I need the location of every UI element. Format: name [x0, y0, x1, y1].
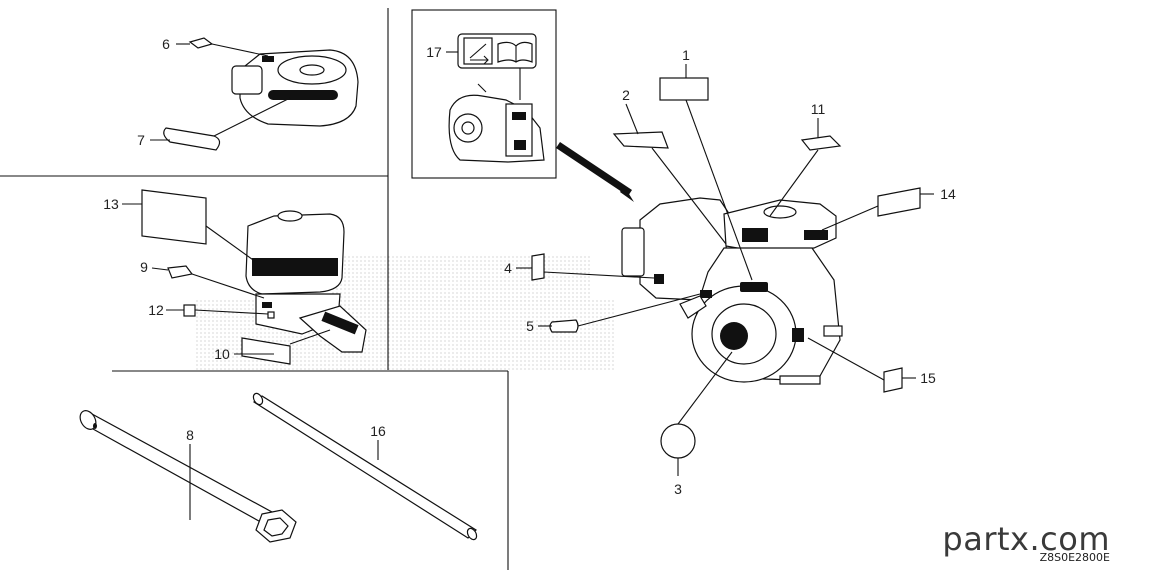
- diagram-code: Z8S0E2800E: [1039, 551, 1110, 564]
- callout-2: 2: [622, 87, 630, 103]
- callout-4: 4: [504, 260, 512, 276]
- label-9: [167, 265, 194, 279]
- callout-5: 5: [526, 318, 534, 334]
- callout-3: 3: [674, 481, 682, 497]
- air-cleaner-cover-drawing: [163, 37, 359, 151]
- tools-drawing: [79, 392, 478, 543]
- label-11: [800, 135, 842, 151]
- label-1: [659, 77, 709, 101]
- engine-labels: [531, 77, 921, 459]
- label-7: [163, 127, 221, 151]
- label-6: [188, 37, 214, 49]
- callout-9: 9: [140, 259, 148, 275]
- callout-numbers: 1 2 3 4 5 6 7 8 9 10 11 12 13 14 15 16 1…: [103, 36, 956, 497]
- leader-lines: [122, 43, 934, 520]
- label-13: [141, 189, 207, 245]
- engine-drawing: [621, 197, 843, 385]
- panel-dividers: [0, 8, 557, 570]
- callout-10: 10: [214, 346, 230, 362]
- label-2: [612, 131, 669, 149]
- detail-box-17: [448, 33, 634, 202]
- label-15: [883, 367, 903, 393]
- callout-15: 15: [920, 370, 936, 386]
- callout-16: 16: [370, 423, 386, 439]
- callout-14: 14: [940, 186, 956, 202]
- callout-12: 12: [148, 302, 164, 318]
- label-5: [549, 319, 579, 333]
- callout-1: 1: [682, 47, 690, 63]
- label-3: [660, 423, 696, 459]
- callout-8: 8: [186, 427, 194, 443]
- label-4: [531, 253, 545, 281]
- label-10: [241, 337, 291, 365]
- callout-7: 7: [137, 132, 145, 148]
- callout-13: 13: [103, 196, 119, 212]
- callout-6: 6: [162, 36, 170, 52]
- label-12: [183, 304, 196, 317]
- callout-11: 11: [811, 101, 826, 117]
- site-brand: partx.com: [942, 520, 1110, 558]
- label-14: [877, 187, 921, 217]
- callout-17: 17: [426, 44, 442, 60]
- oil-bath-air-cleaner-drawing: [141, 189, 367, 365]
